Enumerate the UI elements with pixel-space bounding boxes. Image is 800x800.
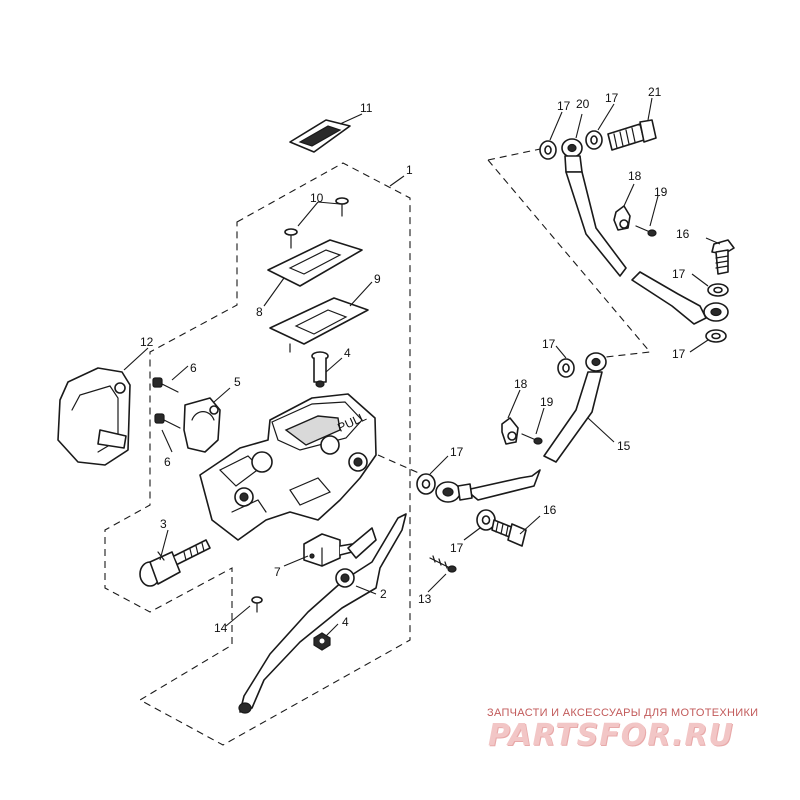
pivot-pin (311, 351, 329, 388)
callout-11: 11 (360, 101, 373, 115)
callout-19: 19 (540, 395, 554, 409)
handlebar-clamp (183, 397, 221, 453)
callout-5: 5 (234, 375, 241, 389)
callout-13: 13 (418, 592, 432, 606)
callout-15: 15 (617, 439, 631, 453)
pushrod (139, 539, 211, 587)
callout-17: 17 (542, 337, 556, 351)
callout-16: 16 (676, 227, 690, 241)
clamp-bolts (152, 377, 181, 429)
leader-lines (123, 97, 721, 637)
callout-17: 17 (672, 267, 686, 281)
hose-upper-outline (487, 147, 652, 359)
callout-17: 17 (672, 347, 686, 361)
diaphragm-gasket (269, 297, 369, 353)
clip-screw-upper (635, 225, 657, 237)
banjo-bolt-upper (607, 119, 657, 151)
watermark-tagline: ЗАПЧАСТИ И АКСЕССУАРЫ ДЛЯ МОТОТЕХНИКИ (487, 707, 759, 719)
switch-screw (251, 596, 263, 613)
assembly-outline (104, 162, 411, 746)
cover-screws (284, 197, 349, 249)
callout-4: 4 (342, 615, 349, 629)
brake-lever (238, 513, 407, 714)
washers-upper (539, 130, 729, 343)
banjo-bolt-right (711, 239, 735, 275)
lower-hose (435, 352, 607, 503)
callout-17: 17 (450, 541, 464, 555)
callout-17: 17 (557, 99, 571, 113)
reservoir-cover (289, 119, 351, 153)
callout-1: 1 (406, 163, 413, 177)
callout-18: 18 (514, 377, 528, 391)
callout-20: 20 (576, 97, 590, 111)
banjo-bolt-lower (491, 519, 527, 547)
washers-lower (416, 358, 575, 531)
callout-17: 17 (605, 91, 619, 105)
callout-2: 2 (380, 587, 387, 601)
callouts: 1 2 3 4 4 5 6 6 7 8 9 10 11 12 13 14 15 … (140, 85, 690, 635)
callout-6: 6 (190, 361, 197, 375)
watermark-logo: PARTSFOR.RU (488, 718, 734, 753)
callout-16: 16 (543, 503, 557, 517)
callout-21: 21 (648, 85, 662, 99)
callout-8: 8 (256, 305, 263, 319)
brake-light-switch (303, 533, 353, 567)
callout-14: 14 (214, 621, 228, 635)
outlet-link (377, 454, 431, 479)
clip-screw-lower (521, 433, 543, 445)
master-cylinder-body: PULL (199, 393, 377, 541)
lever-pivot-bolt (429, 555, 457, 573)
callout-19: 19 (654, 185, 668, 199)
mirror-mount (57, 367, 131, 466)
callout-9: 9 (374, 272, 381, 286)
callout-6: 6 (164, 455, 171, 469)
cover-plate (267, 239, 363, 287)
callout-3: 3 (160, 517, 167, 531)
lever-nut (313, 632, 331, 651)
callout-7: 7 (274, 565, 281, 579)
callout-17: 17 (450, 445, 464, 459)
callout-4: 4 (344, 346, 351, 360)
callout-12: 12 (140, 335, 154, 349)
upper-hose (561, 138, 729, 325)
callout-10: 10 (310, 191, 324, 205)
callout-18: 18 (628, 169, 642, 183)
